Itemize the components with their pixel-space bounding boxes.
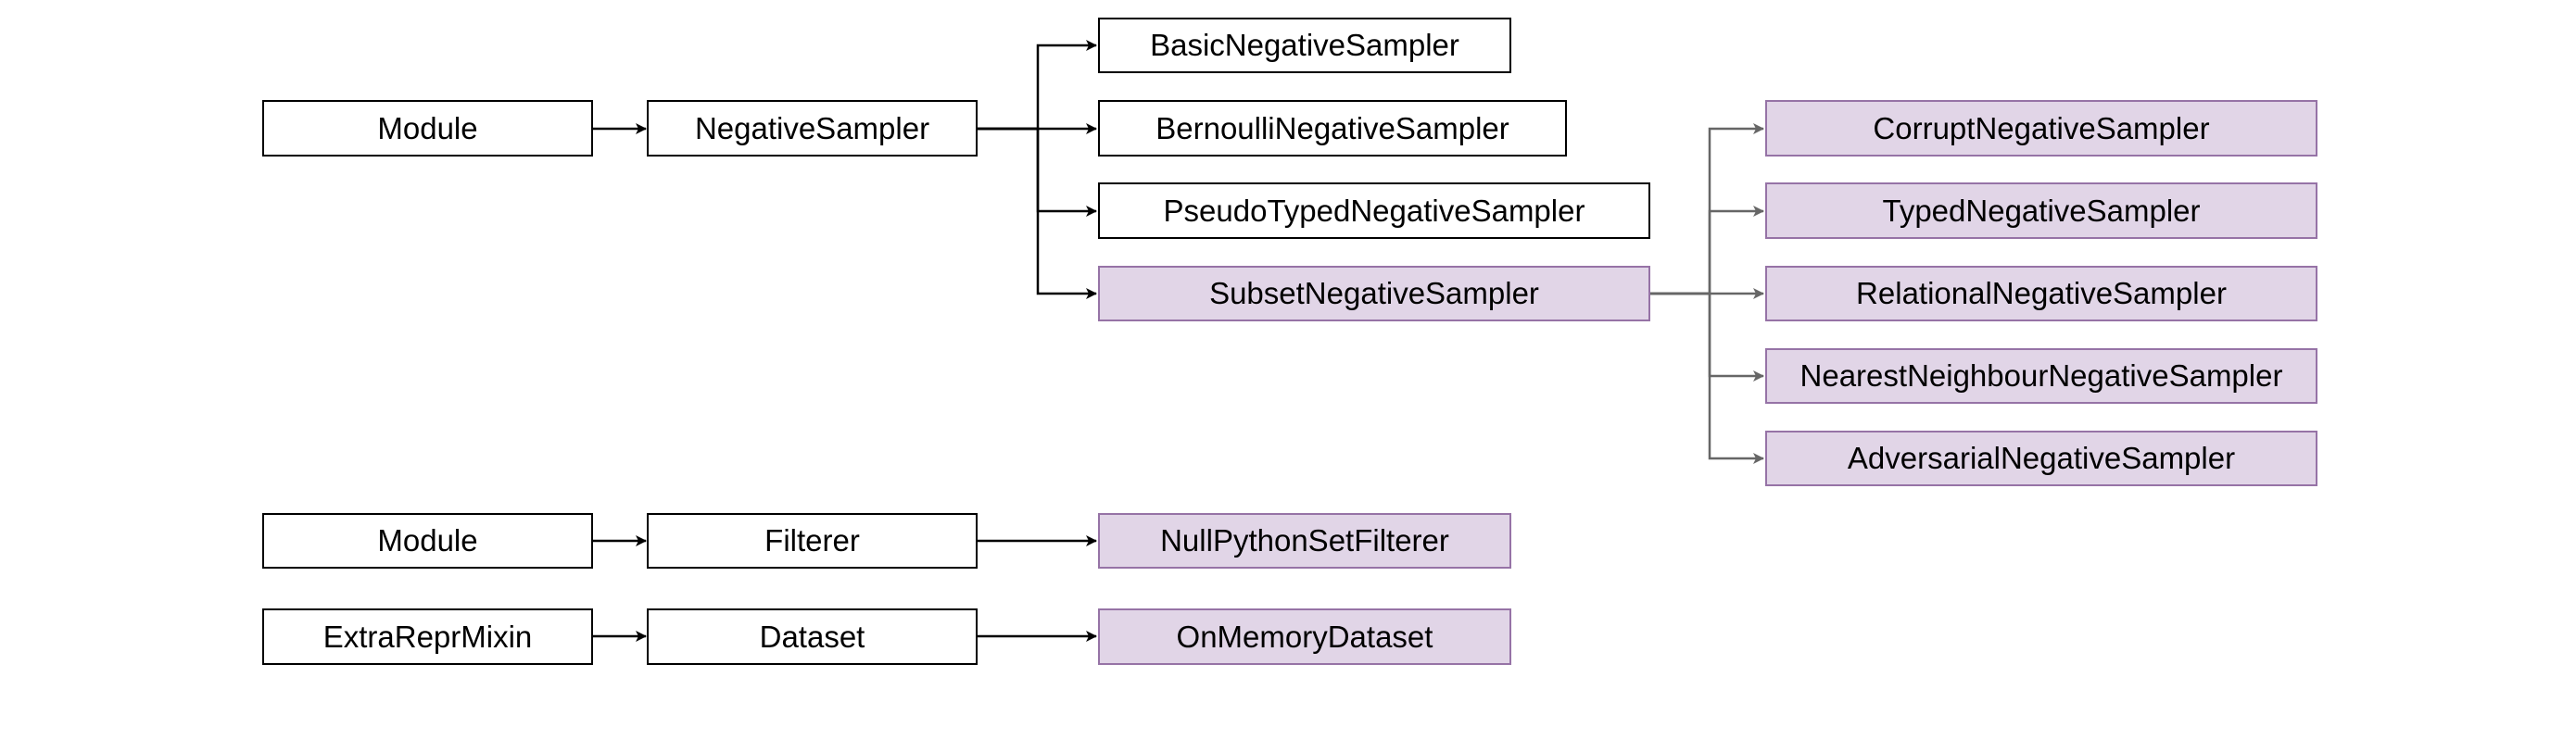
node-negative-sampler: NegativeSampler (647, 100, 978, 157)
node-on-memory-dataset: OnMemoryDataset (1098, 608, 1511, 665)
edge-negative-sampler-to-basic (978, 40, 1097, 131)
node-typed-negative-sampler: TypedNegativeSampler (1765, 182, 2317, 239)
node-module-1: Module (262, 100, 593, 157)
node-module-2: Module (262, 513, 593, 569)
node-subset-negative-sampler: SubsetNegativeSampler (1098, 266, 1650, 321)
node-adversarial-negative-sampler: AdversarialNegativeSampler (1765, 431, 2317, 486)
node-basic-negative-sampler: BasicNegativeSampler (1098, 18, 1511, 73)
node-extra-repr-mixin: ExtraReprMixin (262, 608, 593, 665)
edge-subset-to-typed (1650, 206, 1764, 295)
node-corrupt-negative-sampler: CorruptNegativeSampler (1765, 100, 2317, 157)
node-bernoulli-negative-sampler: BernoulliNegativeSampler (1098, 100, 1567, 157)
edge-subset-to-nearest-neighbour (1650, 292, 1764, 382)
node-relational-negative-sampler: RelationalNegativeSampler (1765, 266, 2317, 321)
node-pseudo-typed-negative-sampler: PseudoTypedNegativeSampler (1098, 182, 1650, 239)
node-nearest-neighbour-negative-sampler: NearestNeighbourNegativeSampler (1765, 348, 2317, 404)
edge-negative-sampler-to-subset (978, 127, 1097, 299)
node-null-python-set-filterer: NullPythonSetFilterer (1098, 513, 1511, 569)
node-dataset: Dataset (647, 608, 978, 665)
edge-subset-to-adversarial (1650, 292, 1764, 464)
node-filterer: Filterer (647, 513, 978, 569)
